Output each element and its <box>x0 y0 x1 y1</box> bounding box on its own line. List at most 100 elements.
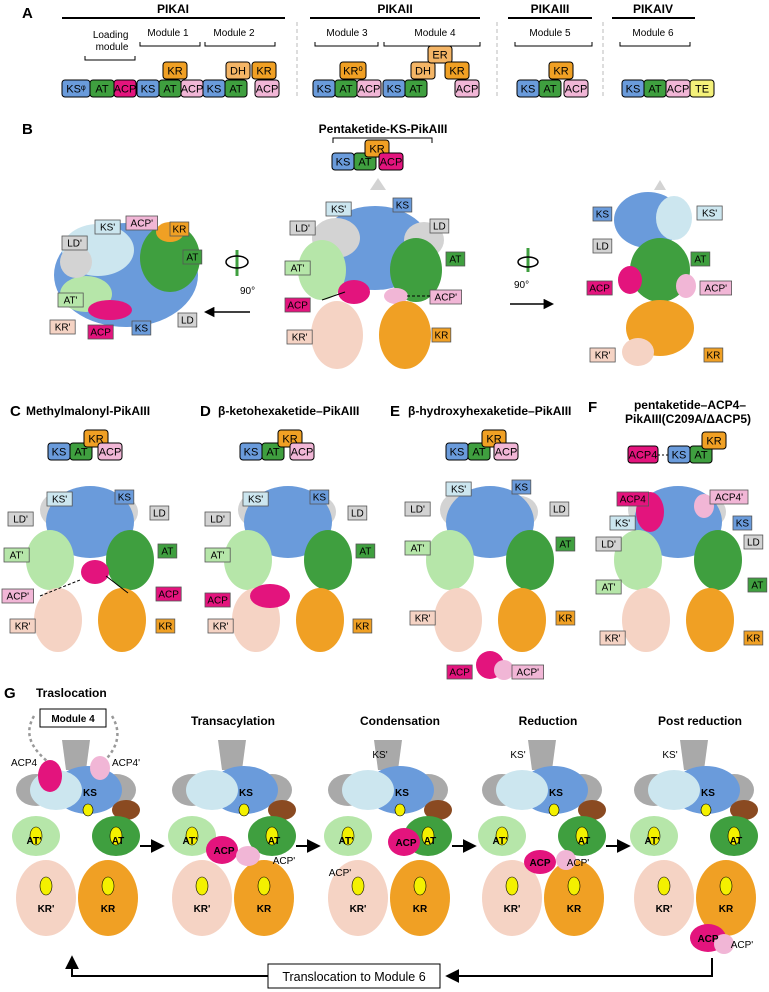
map-label-text: LD' <box>295 224 310 235</box>
map-label-text: AT <box>694 255 706 266</box>
domain-acp: ACP <box>180 79 204 98</box>
map-label-text: LD <box>596 242 609 253</box>
domain-acp: ACP <box>289 442 315 461</box>
domain-label: KS <box>141 84 156 96</box>
rotation-left-label: 90° <box>240 286 255 297</box>
domain-at: AT <box>689 445 713 464</box>
map-label-text: KS <box>135 324 149 335</box>
map-label-ld: LD <box>347 505 368 521</box>
domain-label: KR <box>706 436 721 448</box>
translocation-button-label: Translocation to Module 6 <box>282 970 425 984</box>
domain-ks: KS <box>136 79 160 98</box>
map-label-acp-prime: ACP' <box>511 664 545 680</box>
cartoon-label: KR' <box>38 904 55 915</box>
map-label-ld: LD <box>549 501 570 517</box>
map-label-text: ACP' <box>131 219 154 230</box>
map-label-text: AT' <box>64 296 78 307</box>
map-label-text: LD <box>153 509 166 520</box>
map-label-ld-prime: LD' <box>404 501 431 517</box>
map-label-acp: ACP <box>87 324 114 340</box>
map-label-ks-prime: KS' <box>325 201 352 217</box>
map-label-text: ACP <box>207 596 228 607</box>
map-label-text: KS' <box>702 209 717 220</box>
map-label-text: ACP <box>589 284 610 295</box>
domain-acp: ACP <box>454 79 480 98</box>
map-label-ks-prime: KS' <box>696 205 723 221</box>
step-condensation-label: Condensation <box>360 714 440 728</box>
map-label-text: AT <box>186 253 198 264</box>
map-label-text: KR' <box>292 333 308 344</box>
domain-kr: KR <box>162 61 188 80</box>
map-label-at-prime: AT' <box>284 260 311 276</box>
domain-ks: KS <box>331 152 355 171</box>
map-label-text: KR <box>434 331 448 342</box>
domain-label: KS <box>626 84 641 96</box>
map-label-ks-prime: KS' <box>445 481 472 497</box>
density-map-d <box>224 486 352 652</box>
map-label-text: AT' <box>291 264 305 275</box>
domain-ks: KS <box>382 79 406 98</box>
domain-label: AT <box>266 447 280 459</box>
protein-pikaiii: PIKAIII <box>531 2 570 16</box>
domain-label: KS <box>521 84 536 96</box>
map-label-text: KR' <box>15 622 31 633</box>
panel-g: G Traslocation Transacylation Condensati… <box>4 685 758 989</box>
map-label-text: KS <box>396 201 410 212</box>
module-4-box-label: Module 4 <box>51 714 95 725</box>
panel-g-letter: G <box>4 685 16 702</box>
map-label-text: KS' <box>248 495 263 506</box>
domain-label: KR <box>167 66 182 78</box>
module-6-label: Module 6 <box>632 28 674 39</box>
cartoon-label: KR' <box>656 904 673 915</box>
map-label-text: ACP4' <box>715 493 743 504</box>
map-label-ks-prime: KS' <box>242 491 269 507</box>
map-label-ks: KS <box>511 479 532 495</box>
map-label-text: KS <box>736 519 750 530</box>
map-label-ld-prime: LD' <box>595 536 622 552</box>
map-label-text: LD <box>747 538 760 549</box>
map-label-text: KR' <box>213 622 229 633</box>
map-label-text: ACP' <box>517 668 540 679</box>
panel-f-title-2: PikAIII(C209A/ΔACP5) <box>625 412 751 426</box>
panel-a-letter: A <box>22 5 33 22</box>
module-4-box <box>39 708 107 728</box>
map-label-text: LD' <box>67 239 82 250</box>
panel-a: A PIKAI PIKAII PIKAIII PIKAIV Loading mo… <box>22 2 715 98</box>
map-label-at: AT <box>182 249 203 265</box>
cartoon-label: KR <box>567 904 582 915</box>
panel-f-title-1: pentaketide–ACP4– <box>634 398 746 412</box>
map-label-text: AT <box>161 547 173 558</box>
domain-label: ACP <box>181 84 204 96</box>
domain-at: AT <box>89 79 115 98</box>
module-5-label: Module 5 <box>529 28 571 39</box>
map-label-acp: ACP <box>446 664 473 680</box>
step-post-reduction-label: Post reduction <box>658 714 742 728</box>
map-label-text: ACP <box>287 301 308 312</box>
domain-label: TE <box>695 84 709 96</box>
domain-dh: DH <box>225 61 251 80</box>
domain-label: KS <box>52 447 67 459</box>
map-label-ld-prime: LD' <box>61 235 88 251</box>
domain-label: AT <box>358 157 372 169</box>
map-label-text: ACP' <box>705 284 728 295</box>
cartoon-label: ACP <box>213 846 234 857</box>
map-label-ld: LD <box>592 238 613 254</box>
domain-ks: KS <box>667 445 691 464</box>
module-loading-label: Loading module <box>93 30 131 53</box>
map-label-ld: LD <box>149 505 170 521</box>
cartoon-label: ACP4' <box>112 758 140 769</box>
domain-label: ACP <box>114 84 137 96</box>
domain-label: KR <box>449 66 464 78</box>
map-label-text: ACP <box>90 328 111 339</box>
map-label-text: LD' <box>410 505 425 516</box>
domain-at: AT <box>353 152 377 171</box>
map-label-acp: ACP <box>284 297 311 313</box>
domain-acp: ACP <box>378 152 404 171</box>
map-label-at-prime: AT' <box>57 292 84 308</box>
map-label-ld-prime: LD' <box>289 220 316 236</box>
map-label-text: KS' <box>331 205 346 216</box>
domain-label: AT <box>95 84 109 96</box>
domain-label: ACP <box>291 447 314 459</box>
map-label-ks: KS <box>114 489 135 505</box>
